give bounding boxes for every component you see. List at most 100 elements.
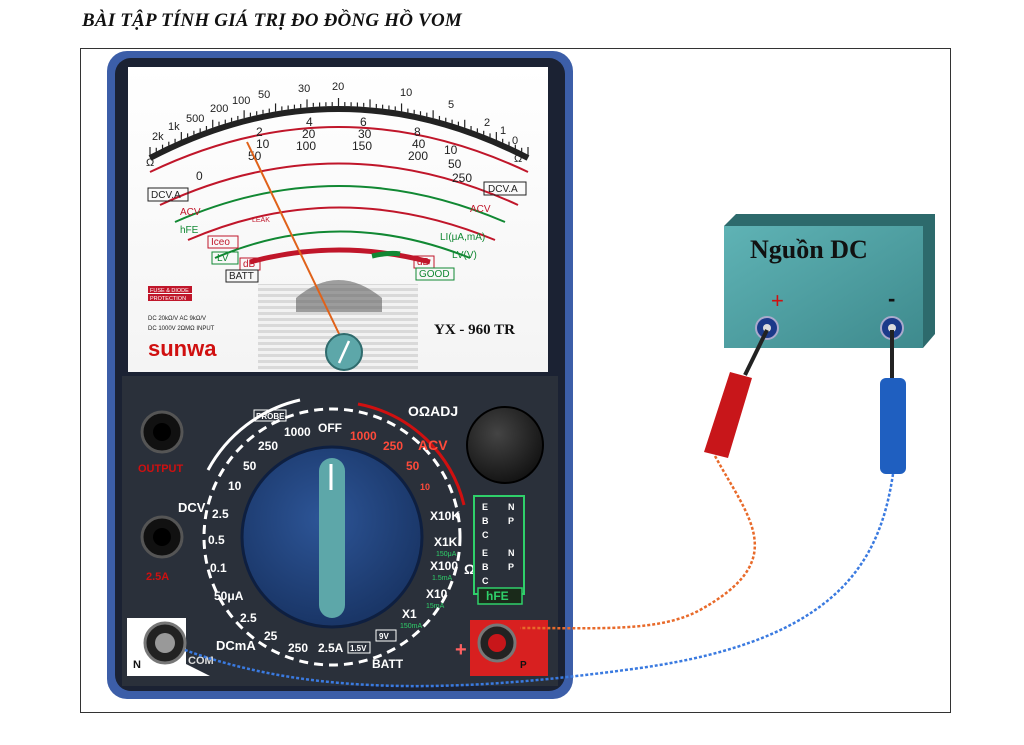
spec-box2: PROTECTION — [150, 296, 186, 302]
li-label: LI(μA,mA) — [440, 232, 485, 243]
ohm-tick-label: 200 — [210, 103, 228, 115]
ohm-left-symbol: Ω — [146, 157, 154, 169]
ohm-sub-150ua: 150μA — [436, 551, 457, 558]
hfe-label: hFE — [486, 589, 509, 603]
plus-plug-tip — [488, 634, 506, 652]
dc-tick-label: 250 — [452, 171, 472, 185]
hfe-pin: N — [508, 502, 515, 512]
off-label[interactable]: OFF — [318, 421, 342, 435]
blue-probe[interactable] — [184, 330, 906, 688]
dcv-range-1000[interactable]: 1000 — [284, 425, 311, 439]
batt-label: BATT — [372, 657, 404, 671]
ohm-tick-label: 30 — [298, 83, 310, 95]
acv-range-10[interactable]: 10 — [420, 482, 430, 492]
good-label: GOOD — [419, 269, 450, 280]
figure-frame — [80, 48, 951, 713]
ohm-range-x1[interactable]: X1 — [402, 607, 417, 621]
dc-tick-label: 200 — [408, 149, 428, 163]
ohm-tick-label: 2k — [152, 131, 164, 143]
ohm-tick-label: 10 — [400, 87, 412, 99]
dcv-range-2.5[interactable]: 2.5 — [212, 507, 229, 521]
dc-small-tick-label: 6 — [360, 115, 367, 129]
dcv-range-250[interactable]: 250 — [258, 439, 278, 453]
dcv-range-arc — [206, 398, 301, 471]
dial-range-labels: PROBE OFF 1000 250 50 10 2.5 0.5 0.1 50μ… — [178, 409, 404, 671]
meter-specs: FUSE & DIODE PROTECTION DC 20kΩ/V AC 9kΩ… — [148, 286, 515, 361]
ohm-tick-label: 0 — [512, 135, 518, 147]
ohm-range-x10k[interactable]: X10K — [430, 509, 460, 523]
acv-left-label: ACV — [180, 207, 201, 218]
ohm-tick-label: 2 — [484, 117, 490, 129]
good-scale-arc — [371, 250, 401, 259]
ohm-range-labels: X10K X1K X100 X10 X1 Ω — [402, 509, 475, 621]
iceo-label: Iceo — [211, 237, 230, 248]
dcv-range-0.1[interactable]: 0.1 — [210, 561, 227, 575]
batt-scale-arc — [249, 247, 431, 265]
dcv-range-0.5[interactable]: 0.5 — [208, 533, 225, 547]
hfe-pins: E B C E B C N P N P — [482, 502, 515, 586]
hfe-pin: C — [482, 530, 489, 540]
acv-range-labels: 1000 250 50 10 ACV — [350, 429, 448, 492]
ohm-range-x100[interactable]: X100 — [430, 559, 458, 573]
dcma-range-25[interactable]: 25 — [264, 629, 278, 643]
dcv-range-10[interactable]: 10 — [228, 479, 242, 493]
hfe-pin: E — [482, 548, 488, 558]
output-label: OUTPUT — [138, 463, 184, 475]
dcma-range-2.5[interactable]: 2.5 — [240, 611, 257, 625]
ohm-range-x10[interactable]: X10 — [426, 587, 448, 601]
spec-box1: FUSE & DIODE — [150, 288, 189, 294]
com-plug-tip — [155, 633, 175, 653]
batt-range-9v[interactable]: 9V — [379, 632, 389, 641]
amp-jack[interactable] — [140, 515, 184, 559]
acv-range-50[interactable]: 50 — [406, 459, 420, 473]
leak-label: LEAK — [252, 217, 270, 224]
hfe-pin: C — [482, 576, 489, 586]
ohm-tick-label: 1 — [500, 125, 506, 137]
acv-range-1000[interactable]: 1000 — [350, 429, 377, 443]
page-title: BÀI TẬP TÍNH GIÁ TRỊ ĐO ĐỒNG HỒ VOM — [82, 10, 462, 31]
acv-range-250[interactable]: 250 — [383, 439, 403, 453]
db-right-label: dB — [417, 257, 430, 268]
ohm-tick-labels: 2k 1k 500 200 100 50 30 20 10 5 2 1 0 Ω … — [146, 81, 522, 169]
red-probe[interactable] — [519, 329, 769, 630]
ohm-adjust-knob[interactable] — [466, 406, 544, 484]
hfe-pin: E — [482, 502, 488, 512]
dcma-range-2.5a[interactable]: 2.5A — [318, 641, 344, 655]
dc-small-tick-label: 8 — [414, 125, 421, 139]
output-jack[interactable] — [140, 410, 184, 454]
dial-pointer — [319, 458, 345, 618]
acv-scale-arc — [159, 162, 519, 206]
lv-left-label: LV — [217, 253, 229, 264]
ohm-sub-15ma: 15mA — [426, 603, 445, 610]
ohm-ticks — [149, 98, 529, 155]
batt-range-1.5v[interactable]: 1.5V — [350, 644, 367, 653]
dc-scale-arc — [149, 126, 529, 173]
lv-scale-arc — [214, 230, 471, 259]
ohm-tick-label: 5 — [448, 99, 454, 111]
range-ring — [202, 407, 462, 667]
ohm-tick-label: 500 — [186, 113, 204, 125]
plus-mark: + — [455, 639, 467, 661]
dc-mid-tick-label: 10 — [256, 137, 270, 151]
dcv-range-50[interactable]: 50 — [243, 459, 257, 473]
dcva-left-label: DCV.A — [151, 190, 181, 201]
dcma-range-250[interactable]: 250 — [288, 641, 308, 655]
ohm-symbol: Ω — [464, 561, 475, 577]
brand-logo: sunwa — [148, 336, 217, 361]
ohm-right-symbol: Ω — [514, 153, 522, 165]
n-label: N — [133, 659, 141, 671]
ohm-tick-label: 20 — [332, 81, 344, 93]
ohm-sub-1.5ma: 1.5mA — [432, 575, 453, 582]
iceo-scale-arc — [187, 206, 496, 241]
ohm-tick-label: 50 — [258, 89, 270, 101]
dc-mid-tick-label: 40 — [412, 137, 426, 151]
dc-small-tick-label: 2 — [256, 125, 263, 139]
batt-scale-label: BATT — [229, 271, 254, 282]
dc-tick-label: 50 — [248, 149, 262, 163]
ohm-range-x1k[interactable]: X1K — [434, 535, 458, 549]
dc-mid-tick-labels: 10 20 30 40 50 — [256, 127, 462, 171]
hfe-pin: P — [508, 562, 514, 572]
dcv-range-50ua[interactable]: 50μA — [214, 589, 244, 603]
spec-line1: DC 20kΩ/V AC 9kΩ/V — [148, 316, 206, 322]
hfe-label-box — [477, 587, 523, 605]
